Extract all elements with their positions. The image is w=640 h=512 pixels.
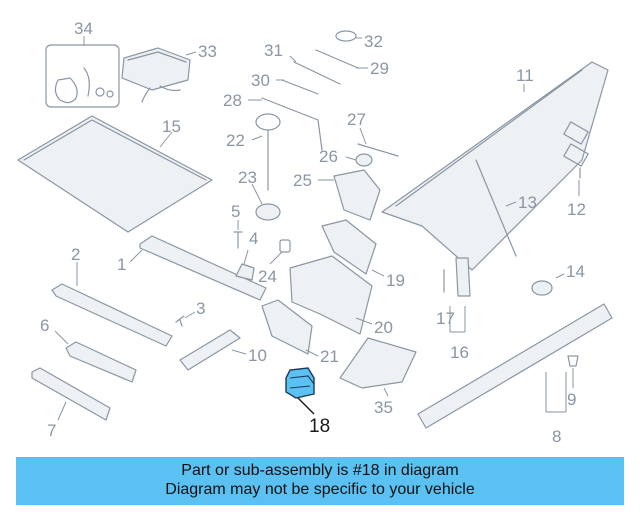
callout-35: 35 — [374, 398, 393, 417]
callout-19: 19 — [386, 271, 405, 290]
part-12-emblems — [563, 121, 589, 179]
callout-1: 1 — [117, 255, 126, 274]
part-25-bracket — [333, 169, 381, 221]
part-31-screwdriver — [293, 61, 341, 85]
callout-22: 22 — [226, 131, 245, 150]
callout-8: 8 — [552, 427, 561, 446]
part-2-trim-panel — [51, 283, 173, 347]
callout-18-leader — [297, 397, 315, 415]
part-1-cross-member — [139, 235, 267, 301]
part-23-spacer — [255, 203, 281, 221]
part-30-tool — [281, 79, 319, 95]
callout-15: 15 — [162, 117, 181, 136]
part-21-bracket — [261, 299, 313, 355]
callout-11: 11 — [516, 66, 534, 85]
callout-6: 6 — [40, 316, 49, 335]
callout-27: 27 — [347, 110, 366, 129]
part-11-trunk-lid — [381, 61, 609, 271]
callout-29: 29 — [370, 59, 389, 78]
callout-2: 2 — [71, 245, 80, 264]
part-35-bracket — [339, 337, 417, 389]
banner-line-2: Diagram may not be specific to your vehi… — [165, 481, 475, 498]
part-32-tow-hook — [335, 30, 357, 42]
part-22-jack — [255, 113, 281, 191]
callout-13: 13 — [518, 193, 537, 212]
banner-line-1: Part or sub-assembly is #18 in diagram — [181, 462, 459, 479]
callout-17: 17 — [436, 309, 455, 328]
part-34-tool-kit — [45, 44, 120, 108]
part-14-bumper-stop — [531, 280, 553, 296]
callout-18: 18 — [309, 416, 330, 437]
callout-12: 12 — [567, 200, 586, 219]
callout-21: 21 — [320, 347, 339, 366]
callout-4: 4 — [249, 229, 258, 248]
part-8-rear-trim — [417, 303, 613, 429]
part-16-latch — [455, 257, 471, 297]
callout-25: 25 — [293, 171, 312, 190]
parts-diagram: 34 33 15 1 2 3 6 7 10 — [17, 19, 613, 446]
part-24-nut — [279, 239, 291, 253]
part-28-wrench-rod — [261, 97, 323, 151]
part-10-trim-strip — [179, 329, 241, 371]
part-3-bolt — [175, 315, 185, 327]
callout-30: 30 — [251, 71, 270, 90]
part-19-hinge-bracket — [321, 219, 377, 275]
callout-3: 3 — [196, 299, 205, 318]
callout-32: 32 — [364, 32, 383, 51]
callout-9: 9 — [567, 390, 576, 409]
callout-16: 16 — [450, 343, 469, 362]
callout-5: 5 — [231, 202, 240, 221]
callout-31: 31 — [264, 41, 283, 60]
part-20-hinge-assembly — [289, 255, 373, 335]
part-9-clip — [567, 355, 579, 367]
part-7-sill-trim — [31, 367, 111, 421]
callout-20: 20 — [374, 318, 393, 337]
part-29-wrench — [315, 49, 359, 69]
callout-24: 24 — [258, 267, 277, 286]
part-5-bolt — [233, 231, 243, 249]
callout-26: 26 — [319, 147, 338, 166]
callout-34: 34 — [74, 19, 93, 38]
callout-10: 10 — [248, 346, 267, 365]
part-27-tool — [357, 143, 399, 157]
part-26-nut — [355, 153, 373, 167]
part-15-floor-board — [17, 115, 213, 233]
callout-14: 14 — [566, 262, 585, 281]
info-banner: Part or sub-assembly is #18 in diagram D… — [16, 457, 624, 505]
callout-33: 33 — [198, 42, 217, 61]
part-18-bumper-highlighted — [285, 367, 315, 399]
part-13-strut — [475, 159, 517, 257]
part-33-compressor — [121, 47, 191, 103]
callout-28: 28 — [223, 91, 242, 110]
callout-23: 23 — [238, 168, 257, 187]
callout-7: 7 — [47, 421, 56, 440]
part-4-bracket — [235, 263, 255, 281]
part-6-bracket — [65, 341, 137, 383]
